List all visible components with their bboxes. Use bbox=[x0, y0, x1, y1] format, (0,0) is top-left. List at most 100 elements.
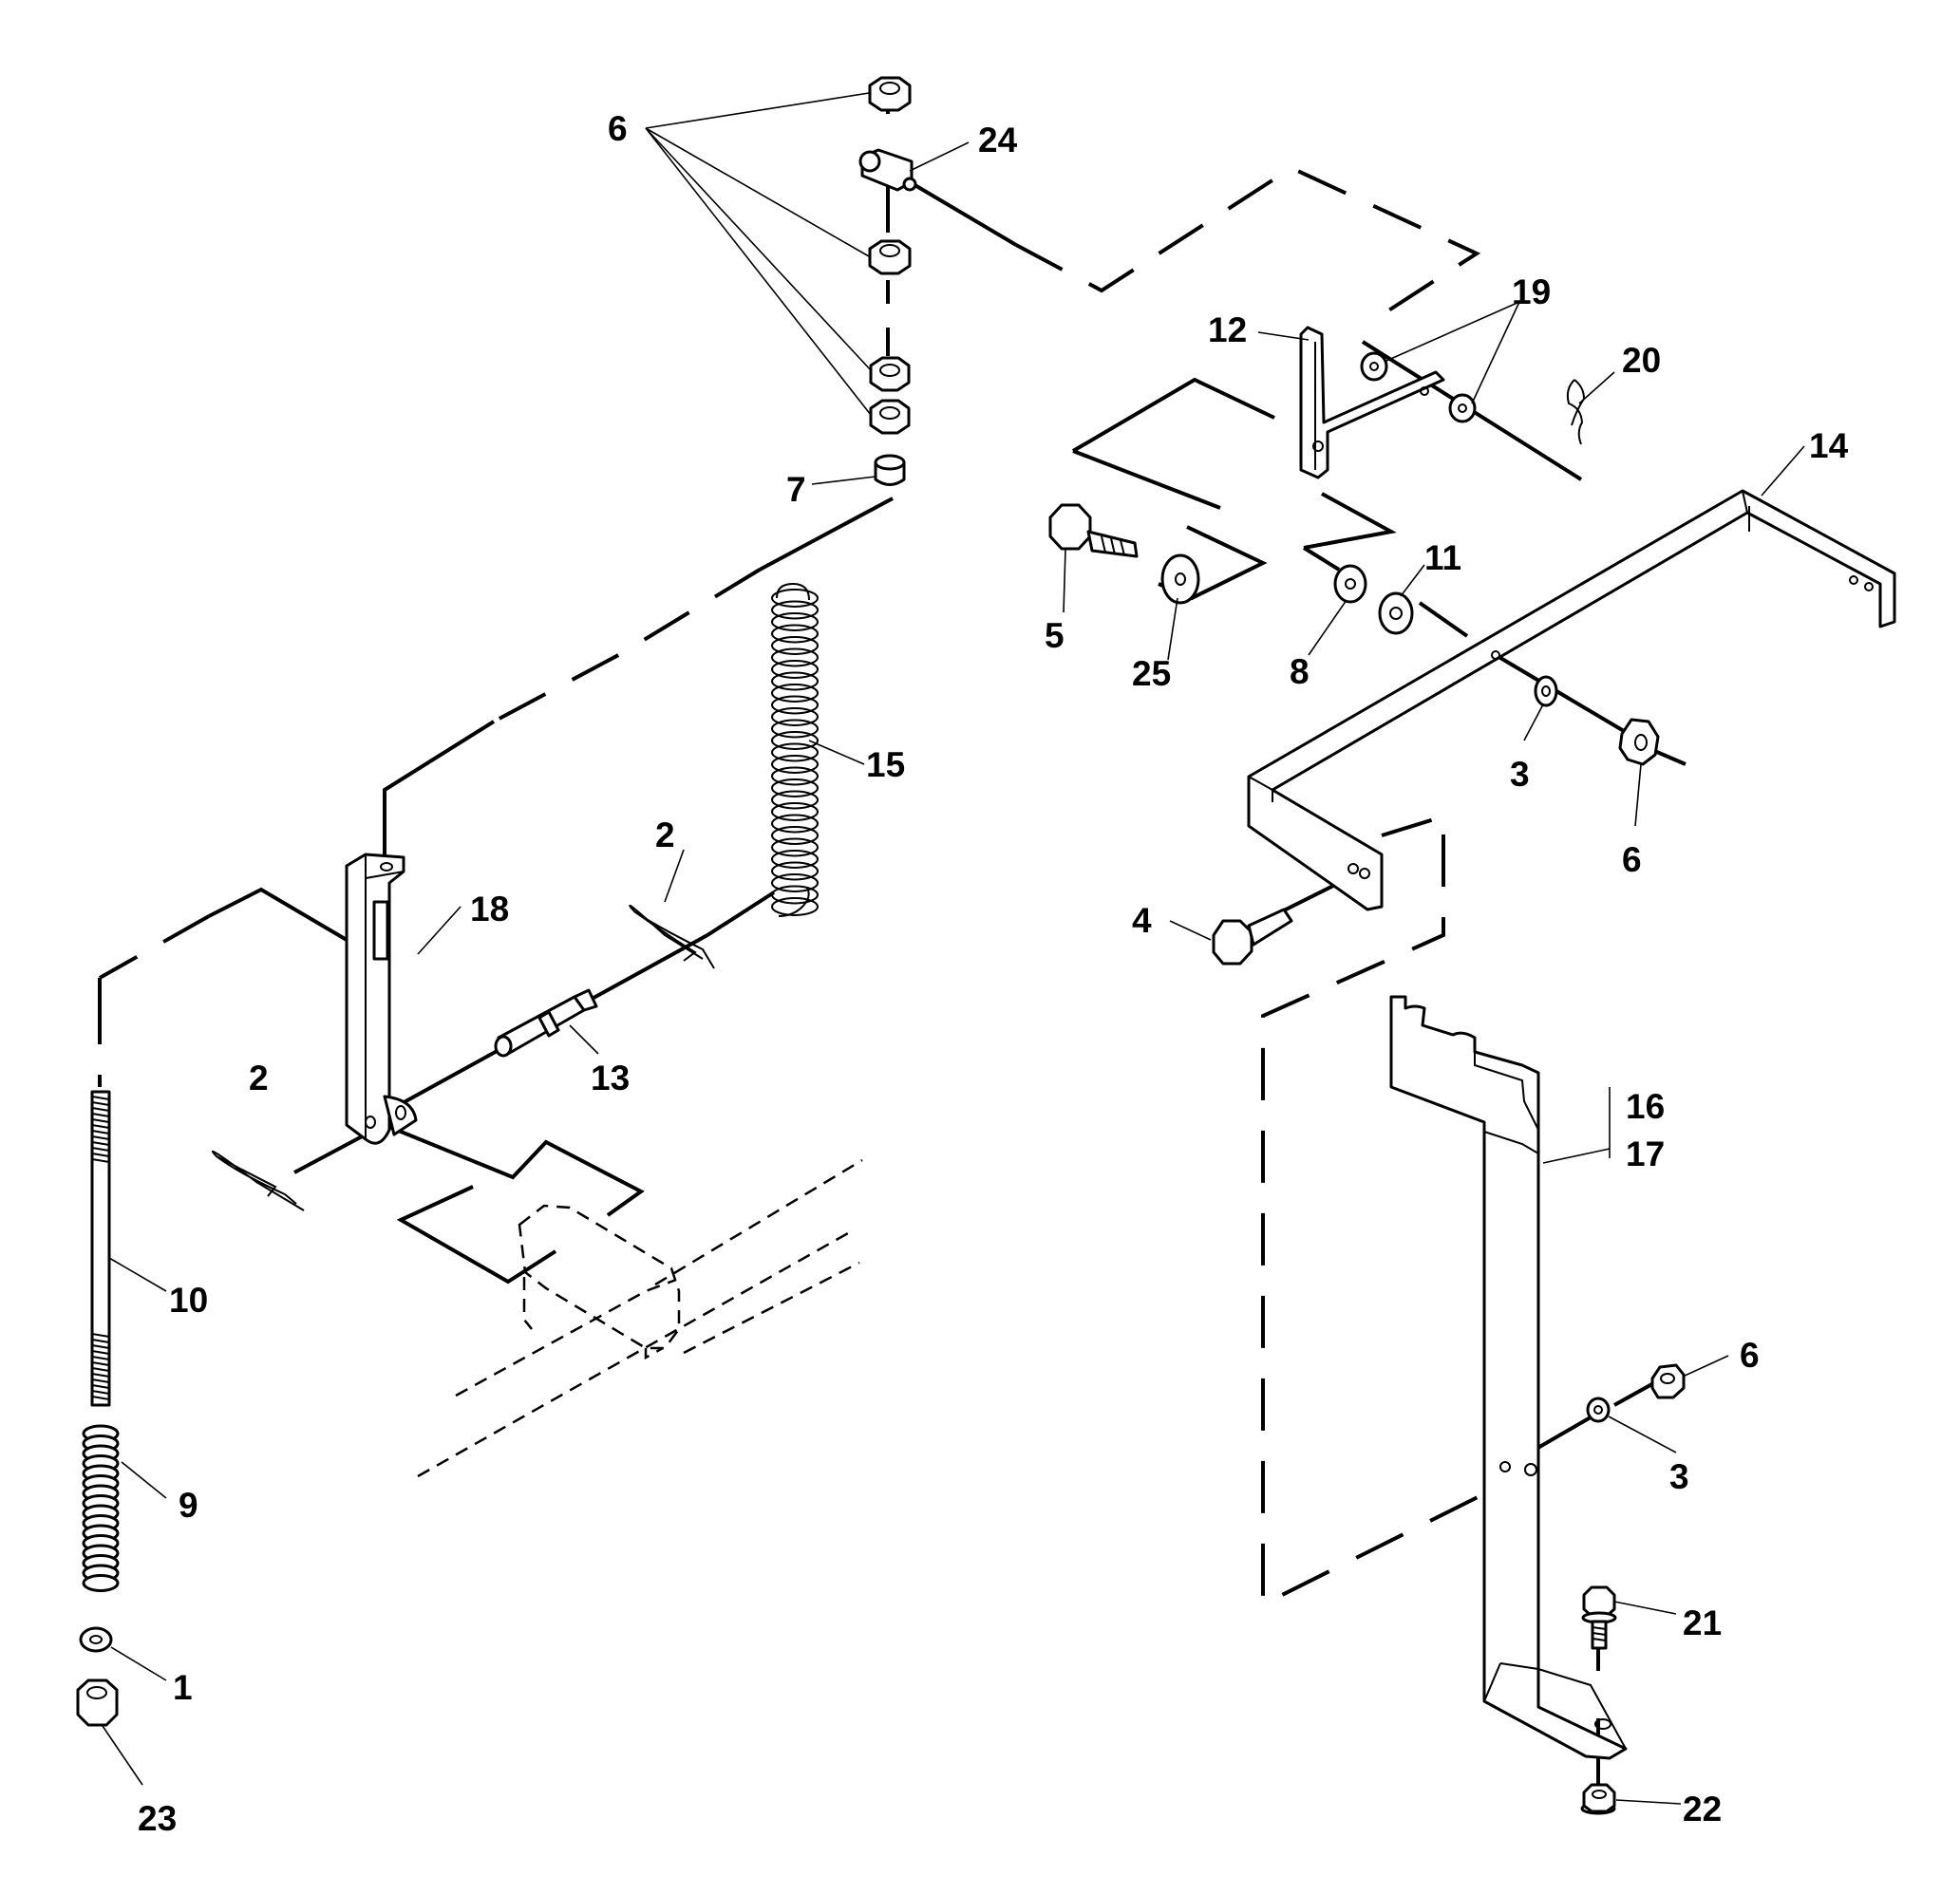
rod-thread bbox=[91, 1373, 110, 1378]
hex-bolt-4 bbox=[1212, 908, 1293, 966]
hex-nut-upper bbox=[868, 239, 912, 275]
washer-19a bbox=[1360, 351, 1388, 382]
rod-thread bbox=[91, 1130, 110, 1135]
washer-19b bbox=[1448, 393, 1477, 423]
callout-14: 14 bbox=[1809, 426, 1849, 465]
callout-10: 10 bbox=[169, 1281, 208, 1320]
callout-22: 22 bbox=[1683, 1790, 1722, 1828]
hairpin-clip-2-upper bbox=[629, 904, 715, 969]
hex-nut-right bbox=[1618, 718, 1660, 766]
hairpin-clip-20 bbox=[1566, 379, 1586, 445]
hex-nut-23 bbox=[76, 1678, 119, 1727]
flat-washer-1 bbox=[79, 1626, 113, 1653]
rod-thread bbox=[91, 1096, 110, 1100]
rod-thread bbox=[91, 1118, 110, 1123]
spring-coil bbox=[771, 719, 819, 739]
rod-thread bbox=[91, 1350, 110, 1355]
spring-coil bbox=[771, 826, 819, 845]
spring-coil bbox=[771, 636, 819, 655]
rod-thread bbox=[91, 1367, 110, 1372]
callout-12: 12 bbox=[1208, 310, 1247, 349]
callout-2-upper: 2 bbox=[655, 816, 675, 854]
flange-bolt-21 bbox=[1581, 1585, 1617, 1650]
spring-coil bbox=[82, 1574, 120, 1592]
spacer-cap bbox=[874, 454, 906, 486]
rod-thread bbox=[91, 1141, 110, 1146]
callout-20: 20 bbox=[1622, 341, 1661, 380]
spring-coil bbox=[771, 897, 819, 916]
spring-coil bbox=[771, 695, 819, 715]
spring-coil bbox=[771, 790, 819, 810]
callout-6-lower: 6 bbox=[1740, 1336, 1760, 1375]
mounting-bracket-16-17 bbox=[1389, 995, 1628, 1760]
cable-swivel bbox=[858, 148, 917, 192]
rod-thread bbox=[91, 1333, 110, 1338]
clevis-pin-13 bbox=[494, 988, 598, 1058]
hex-nut-top bbox=[868, 76, 912, 112]
rod-thread bbox=[91, 1339, 110, 1343]
spring-coil bbox=[771, 755, 819, 774]
callout-7: 7 bbox=[786, 470, 806, 509]
spring-coil bbox=[771, 861, 819, 881]
callout-5: 5 bbox=[1045, 616, 1065, 655]
control-lever-14 bbox=[1247, 489, 1896, 911]
flange-nut-22 bbox=[1580, 1783, 1616, 1815]
rod-thread bbox=[91, 1147, 110, 1152]
spring-coil bbox=[771, 707, 819, 726]
washer-8 bbox=[1333, 564, 1367, 604]
callout-2-lower: 2 bbox=[249, 1059, 269, 1097]
hairpin-clip-2-lower bbox=[211, 1150, 305, 1211]
pedal-arm-18 bbox=[345, 853, 418, 1145]
spring-coil bbox=[771, 684, 819, 703]
callout-13: 13 bbox=[591, 1059, 630, 1097]
rod-thread bbox=[91, 1390, 110, 1395]
washer-25 bbox=[1160, 553, 1200, 605]
spring-coil bbox=[771, 885, 819, 905]
lock-washer-lower bbox=[1586, 1397, 1611, 1423]
spring-coil bbox=[771, 624, 819, 644]
spring-coil bbox=[771, 731, 819, 750]
hex-nut-lower-b bbox=[869, 399, 911, 435]
callout-25: 25 bbox=[1132, 654, 1171, 693]
rod-thread bbox=[91, 1384, 110, 1389]
spring-coil bbox=[771, 671, 819, 691]
spring-hook bbox=[776, 582, 810, 601]
spring-coil bbox=[771, 850, 819, 869]
leader-lines bbox=[102, 92, 1805, 1805]
callout-3-upper: 3 bbox=[1510, 755, 1530, 794]
rod-thread bbox=[91, 1107, 110, 1112]
spring-coil bbox=[771, 742, 819, 762]
lock-washer-upper bbox=[1534, 675, 1558, 707]
rod-thread bbox=[91, 1361, 110, 1366]
spring-coil bbox=[771, 814, 819, 834]
callouts: 6 24 7 12 19 20 14 5 25 8 11 3 6 15 2 18… bbox=[138, 109, 1849, 1838]
spring-coil bbox=[771, 873, 819, 892]
callout-15: 15 bbox=[866, 745, 905, 784]
callout-4: 4 bbox=[1132, 901, 1152, 940]
callout-8: 8 bbox=[1290, 652, 1310, 691]
spring-coil bbox=[771, 837, 819, 857]
callout-21: 21 bbox=[1683, 1603, 1722, 1642]
compression-spring-9 bbox=[82, 1424, 120, 1592]
spring-coil bbox=[771, 778, 819, 797]
rod-thread bbox=[91, 1113, 110, 1117]
callout-16: 16 bbox=[1626, 1087, 1665, 1126]
spring-coil bbox=[771, 589, 819, 608]
spring-coil bbox=[771, 612, 819, 631]
spring-hook bbox=[778, 887, 810, 917]
bushing-11 bbox=[1378, 591, 1414, 635]
threaded-rod-10 bbox=[90, 1090, 111, 1407]
rod-thread bbox=[91, 1101, 110, 1106]
callout-9: 9 bbox=[179, 1486, 198, 1525]
callout-17: 17 bbox=[1626, 1135, 1665, 1173]
callout-6-top: 6 bbox=[608, 109, 628, 148]
callout-18: 18 bbox=[470, 890, 509, 928]
extension-spring-15 bbox=[771, 582, 819, 917]
callout-11: 11 bbox=[1424, 538, 1461, 577]
frame-hidden-outline bbox=[417, 1158, 863, 1478]
spring-coil bbox=[771, 600, 819, 620]
hex-nut-lower-a bbox=[869, 356, 911, 392]
callout-6-right: 6 bbox=[1622, 840, 1642, 879]
rod-thread bbox=[91, 1153, 110, 1157]
